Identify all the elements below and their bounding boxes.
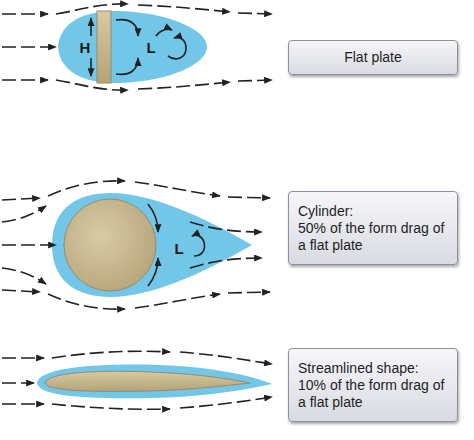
flat-plate [97, 11, 111, 83]
streamline [2, 351, 272, 409]
box-text: 10% of the form drag of a flat plate [298, 377, 448, 411]
flat-plate-flow [2, 4, 272, 90]
streamline [2, 181, 270, 309]
streamlined-flow [2, 351, 272, 409]
pressure-label: L [174, 240, 183, 257]
streamline [2, 4, 272, 90]
box-heading: Flat plate [344, 49, 402, 66]
text-box: Streamlined shape:10% of the form drag o… [288, 348, 458, 422]
eddy-arrow [148, 204, 205, 286]
wake-region [52, 193, 252, 297]
text-box: Cylinder:50% of the form drag of a flat … [288, 191, 458, 265]
pressure-label: H [80, 39, 91, 56]
streamlined-body [45, 371, 250, 391]
eddy-arrow [91, 18, 186, 76]
box-text: 50% of the form drag of a flat plate [298, 220, 448, 254]
cylinder [64, 199, 156, 291]
cylinder-flow [2, 181, 270, 309]
box-heading: Cylinder: [298, 203, 448, 220]
text-box: Flat plate [288, 40, 458, 75]
wake-region [37, 365, 272, 399]
pressure-label: L [146, 39, 155, 56]
wake-region [58, 11, 207, 83]
box-heading: Streamlined shape: [298, 360, 448, 377]
